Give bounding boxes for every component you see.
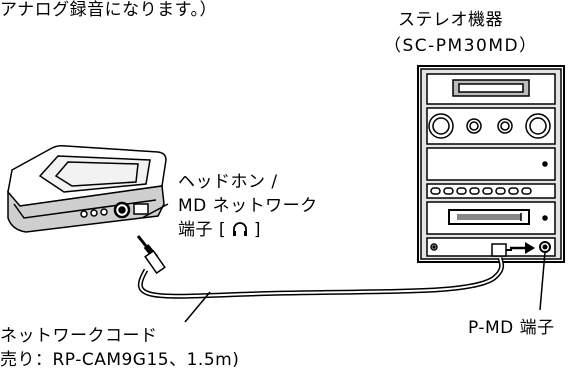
portable-md-player [7,145,167,233]
headphone-terminal-suffix: ] [247,220,261,240]
note-line: アナログ録音になります。） [0,0,217,20]
headphone-terminal-line2: MD ネットワーク [178,196,318,216]
leader-lines [141,203,546,323]
pmd-terminal-label: P-MD 端子 [468,318,555,338]
headphone-icon [232,222,247,236]
stereo-title: ステレオ機器 [398,10,503,30]
cord-label-line1: ネットワークコード [0,326,158,346]
network-cord [136,235,512,299]
stereo-system [417,65,565,263]
stereo-model: （SC-PM30MD） [384,36,538,56]
headphone-terminal-line1: ヘッドホン / [178,172,278,192]
headphone-terminal-line3: 端子 [ ] [178,220,261,240]
cord-label-line2: 売り：RP-CAM9G15、1.5m) [0,350,240,370]
headphone-terminal-prefix: 端子 [ [178,220,232,240]
arrow-right-icon [510,242,535,254]
